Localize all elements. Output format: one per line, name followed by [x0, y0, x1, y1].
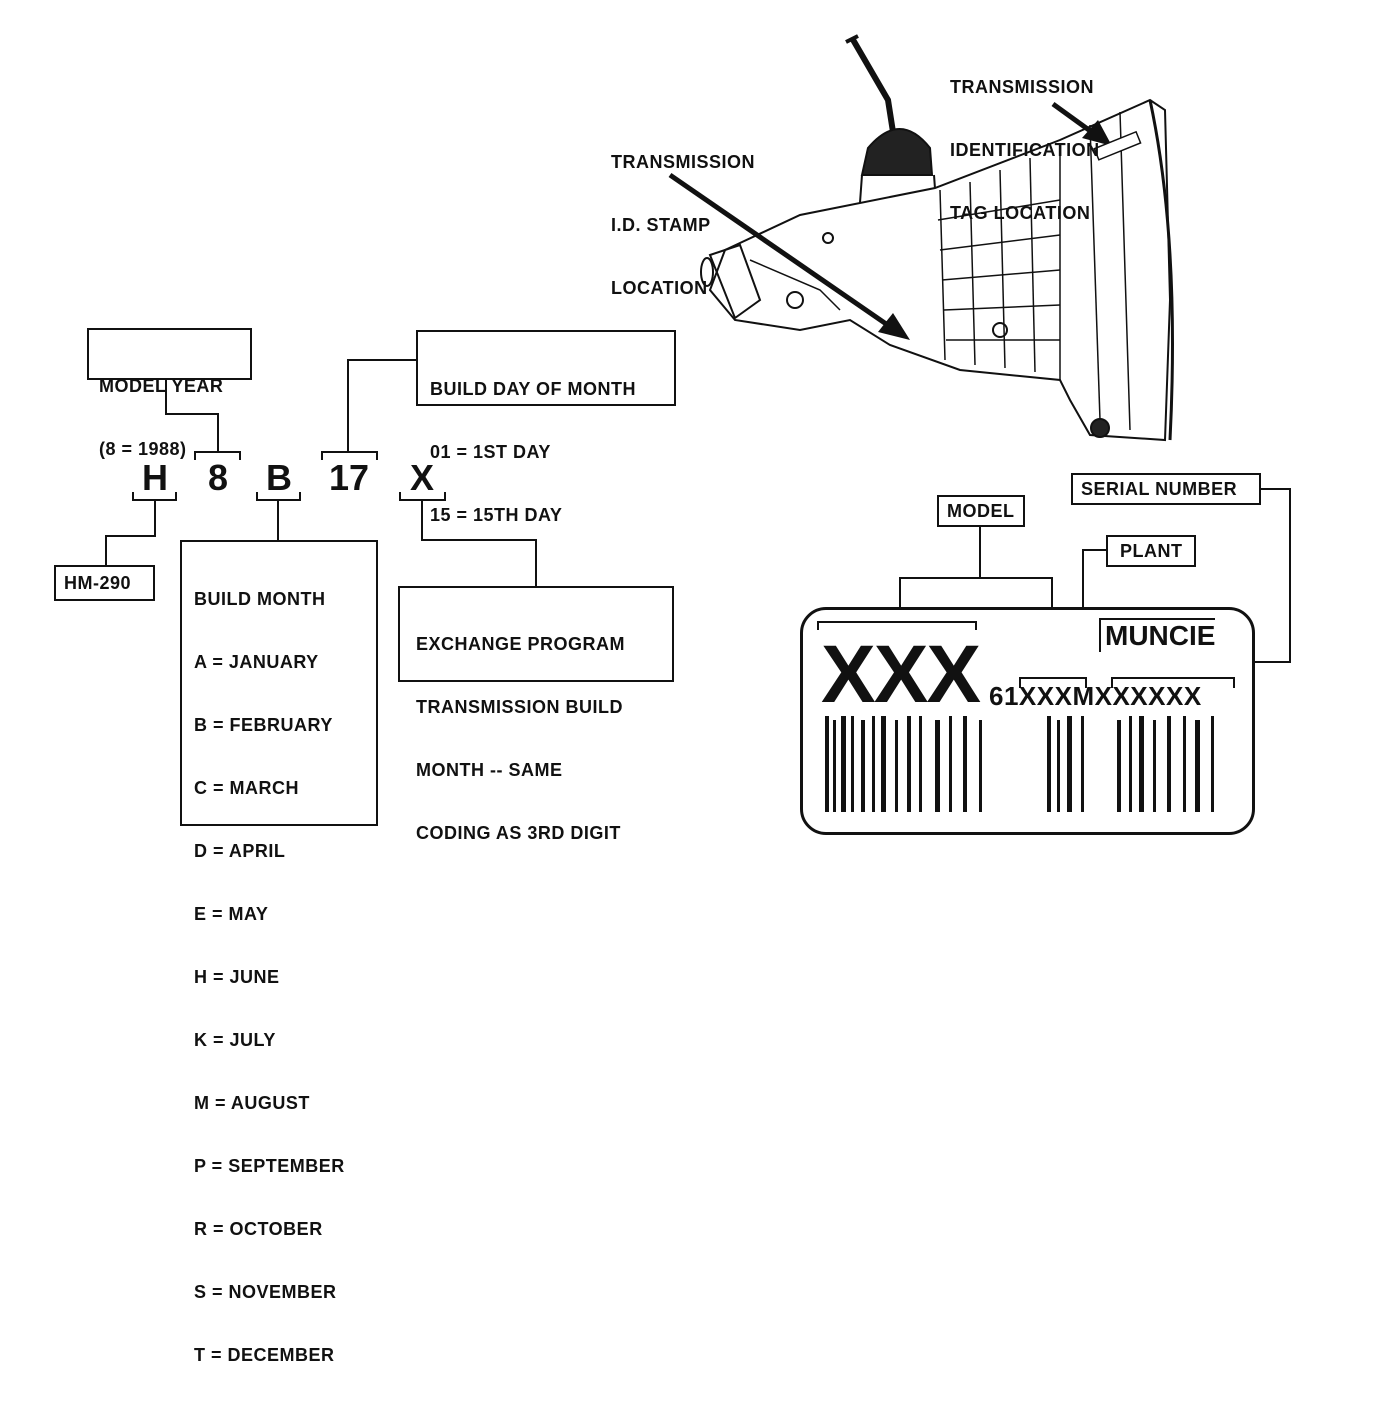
build-month-line: K = JULY	[194, 1030, 276, 1050]
build-month-line: P = SEPTEMBER	[194, 1156, 345, 1176]
exchange-line: TRANSMISSION BUILD	[416, 697, 623, 717]
tag-label-line: TRANSMISSION	[950, 77, 1095, 97]
build-month-line: A = JANUARY	[194, 652, 319, 672]
code-char-exchange: X	[409, 457, 434, 498]
build-month-line: C = MARCH	[194, 778, 300, 798]
id-tag: XXX 61XXXMXXXXXX MUNCIE	[800, 607, 1255, 835]
tag-plant-label: PLANT	[1106, 535, 1196, 567]
tag-label-line: IDENTIFICATION	[950, 140, 1100, 160]
stamp-label-line: TRANSMISSION	[611, 152, 756, 172]
tag-location-label: TRANSMISSION IDENTIFICATION TAG LOCATION	[950, 35, 1100, 266]
exchange-line: CODING AS 3RD DIGIT	[416, 823, 621, 843]
code-char-day: 17	[328, 457, 370, 498]
plant-name: MUNCIE	[1099, 618, 1216, 652]
build-month-line: M = AUGUST	[194, 1093, 310, 1113]
exchange-program-box: EXCHANGE PROGRAM TRANSMISSION BUILD MONT…	[398, 586, 674, 843]
build-month-line: S = NOVEMBER	[194, 1282, 337, 1302]
build-month-line: R = OCTOBER	[194, 1219, 323, 1239]
tag-label-line: TAG LOCATION	[950, 203, 1091, 223]
build-month-line: E = MAY	[194, 904, 269, 924]
exchange-line: MONTH -- SAME	[416, 760, 563, 780]
model-code: XXX	[821, 629, 981, 720]
build-day-line: 15 = 15TH DAY	[430, 505, 563, 525]
model-year-box: MODEL YEAR (8 = 1988)	[87, 328, 252, 459]
stamp-label-line: I.D. STAMP	[611, 215, 711, 235]
code-char-month: B	[266, 457, 292, 498]
stamp-location-label: TRANSMISSION I.D. STAMP LOCATION	[611, 110, 755, 341]
build-day-box: BUILD DAY OF MONTH 01 = 1ST DAY 15 = 15T…	[416, 330, 676, 525]
build-day-line: 01 = 1ST DAY	[430, 442, 551, 462]
model-year-line: MODEL YEAR	[99, 376, 224, 396]
diagram-canvas: H 8 B 17 X MODEL YEAR (8 = 1988) BUILD D…	[54, 34, 1291, 1365]
model-year-line: (8 = 1988)	[99, 439, 187, 459]
tag-brackets	[817, 607, 1235, 688]
tag-serial-label: SERIAL NUMBER	[1071, 473, 1261, 505]
transmission-illustration	[668, 34, 1174, 442]
code-char-series: H	[142, 457, 168, 498]
code-char-year: 8	[207, 457, 229, 498]
model-id-box: HM-290	[54, 565, 155, 601]
serial-code: 61XXXMXXXXXX	[989, 681, 1202, 711]
build-month-line: B = FEBRUARY	[194, 715, 333, 735]
build-day-line: BUILD DAY OF MONTH	[430, 379, 637, 399]
model-id-text: HM-290	[64, 573, 132, 593]
build-month-line: T = DECEMBER	[194, 1345, 335, 1365]
exchange-line: EXCHANGE PROGRAM	[416, 634, 626, 654]
tag-model-label: MODEL	[937, 495, 1025, 527]
barcode	[825, 716, 1214, 812]
build-month-line: BUILD MONTH	[194, 589, 326, 609]
build-month-line: H = JUNE	[194, 967, 280, 987]
stamp-label-line: LOCATION	[611, 278, 708, 298]
